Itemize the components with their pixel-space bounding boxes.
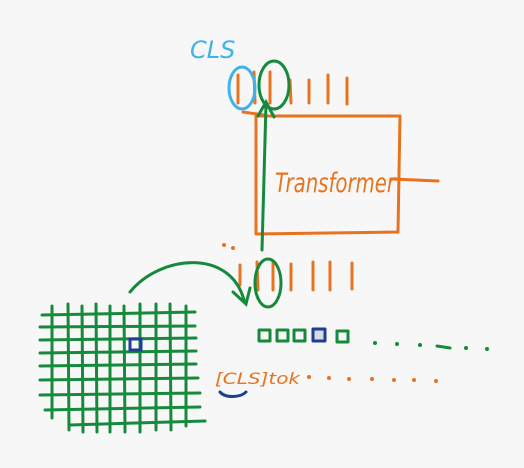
selected-output-circle <box>257 59 291 111</box>
cls-output-circle <box>227 65 257 111</box>
patch-to-token-arrow <box>128 261 252 307</box>
input-token-strokes <box>238 260 354 292</box>
image-patch-grid <box>38 302 207 434</box>
cls-token-dots <box>307 375 438 383</box>
attention-flow-arrow <box>256 98 276 252</box>
selected-input-circle <box>253 257 283 309</box>
patch-embedding-box <box>292 328 307 343</box>
transformer-label: Transformer <box>275 168 396 199</box>
patch-embedding-row <box>257 327 350 344</box>
cls-title-label: CLS <box>190 36 235 64</box>
patch-embedding-box <box>335 329 350 344</box>
patch-embedding-box <box>275 328 290 343</box>
highlighted-patch <box>128 337 143 352</box>
cls-token-label: [CLS]tok <box>215 369 301 388</box>
cls-token-underline <box>218 390 248 398</box>
transformer-block: Transformer <box>241 110 440 236</box>
patch-embedding-box <box>257 328 272 343</box>
patch-embedding-dots <box>373 341 489 351</box>
patch-embedding-box-highlighted <box>311 327 327 343</box>
input-dots <box>222 243 235 250</box>
